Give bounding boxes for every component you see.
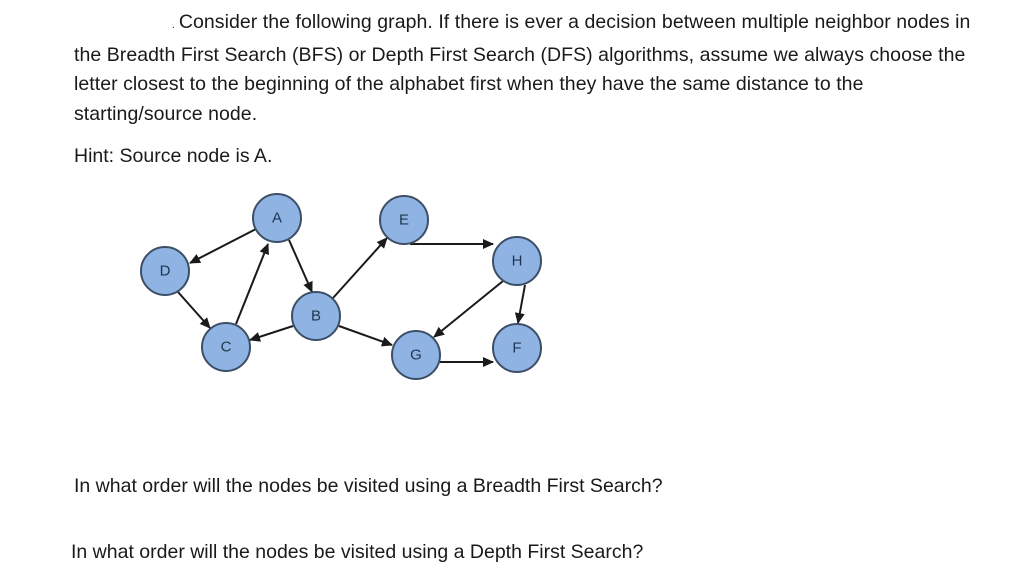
node-label: F [512, 340, 521, 357]
node-label: A [272, 210, 282, 227]
node-c: C [201, 322, 251, 372]
node-g: G [391, 330, 441, 380]
edge-a-d [189, 228, 257, 264]
edge-b-e [332, 237, 388, 299]
lead-mark: . [172, 20, 175, 31]
node-f: F [492, 323, 542, 373]
intro-line-3: letter closest to the beginning of the a… [74, 73, 864, 95]
intro-line-4: starting/source node. [74, 102, 258, 125]
node-d: D [140, 246, 190, 296]
edge-a-b [288, 239, 313, 293]
intro-line-1: .Consider the following graph. If there … [172, 11, 971, 33]
node-h: H [492, 236, 542, 286]
node-label: H [512, 253, 523, 270]
question-intro: .Consider the following graph. If there … [74, 8, 1019, 129]
edge-c-a [235, 243, 269, 325]
node-label: G [410, 347, 422, 364]
intro-line-2: the Breadth First Search (BFS) or Depth … [74, 43, 966, 66]
dfs-question: In what order will the nodes be visited … [71, 541, 644, 563]
node-b: B [291, 291, 341, 341]
graph-edges [177, 228, 526, 367]
edge-h-g [433, 280, 504, 338]
edge-h-f [514, 284, 526, 324]
edge-b-c [249, 325, 294, 342]
node-label: B [311, 308, 321, 325]
node-e: E [379, 195, 429, 245]
edge-b-g [338, 325, 393, 347]
edge-d-c [177, 291, 211, 329]
node-a: A [252, 193, 302, 243]
hint-text: Hint: Source node is A. [74, 145, 273, 167]
node-label: C [221, 339, 232, 356]
node-label: E [399, 212, 409, 229]
bfs-question: In what order will the nodes be visited … [74, 475, 663, 497]
node-label: D [160, 263, 171, 280]
